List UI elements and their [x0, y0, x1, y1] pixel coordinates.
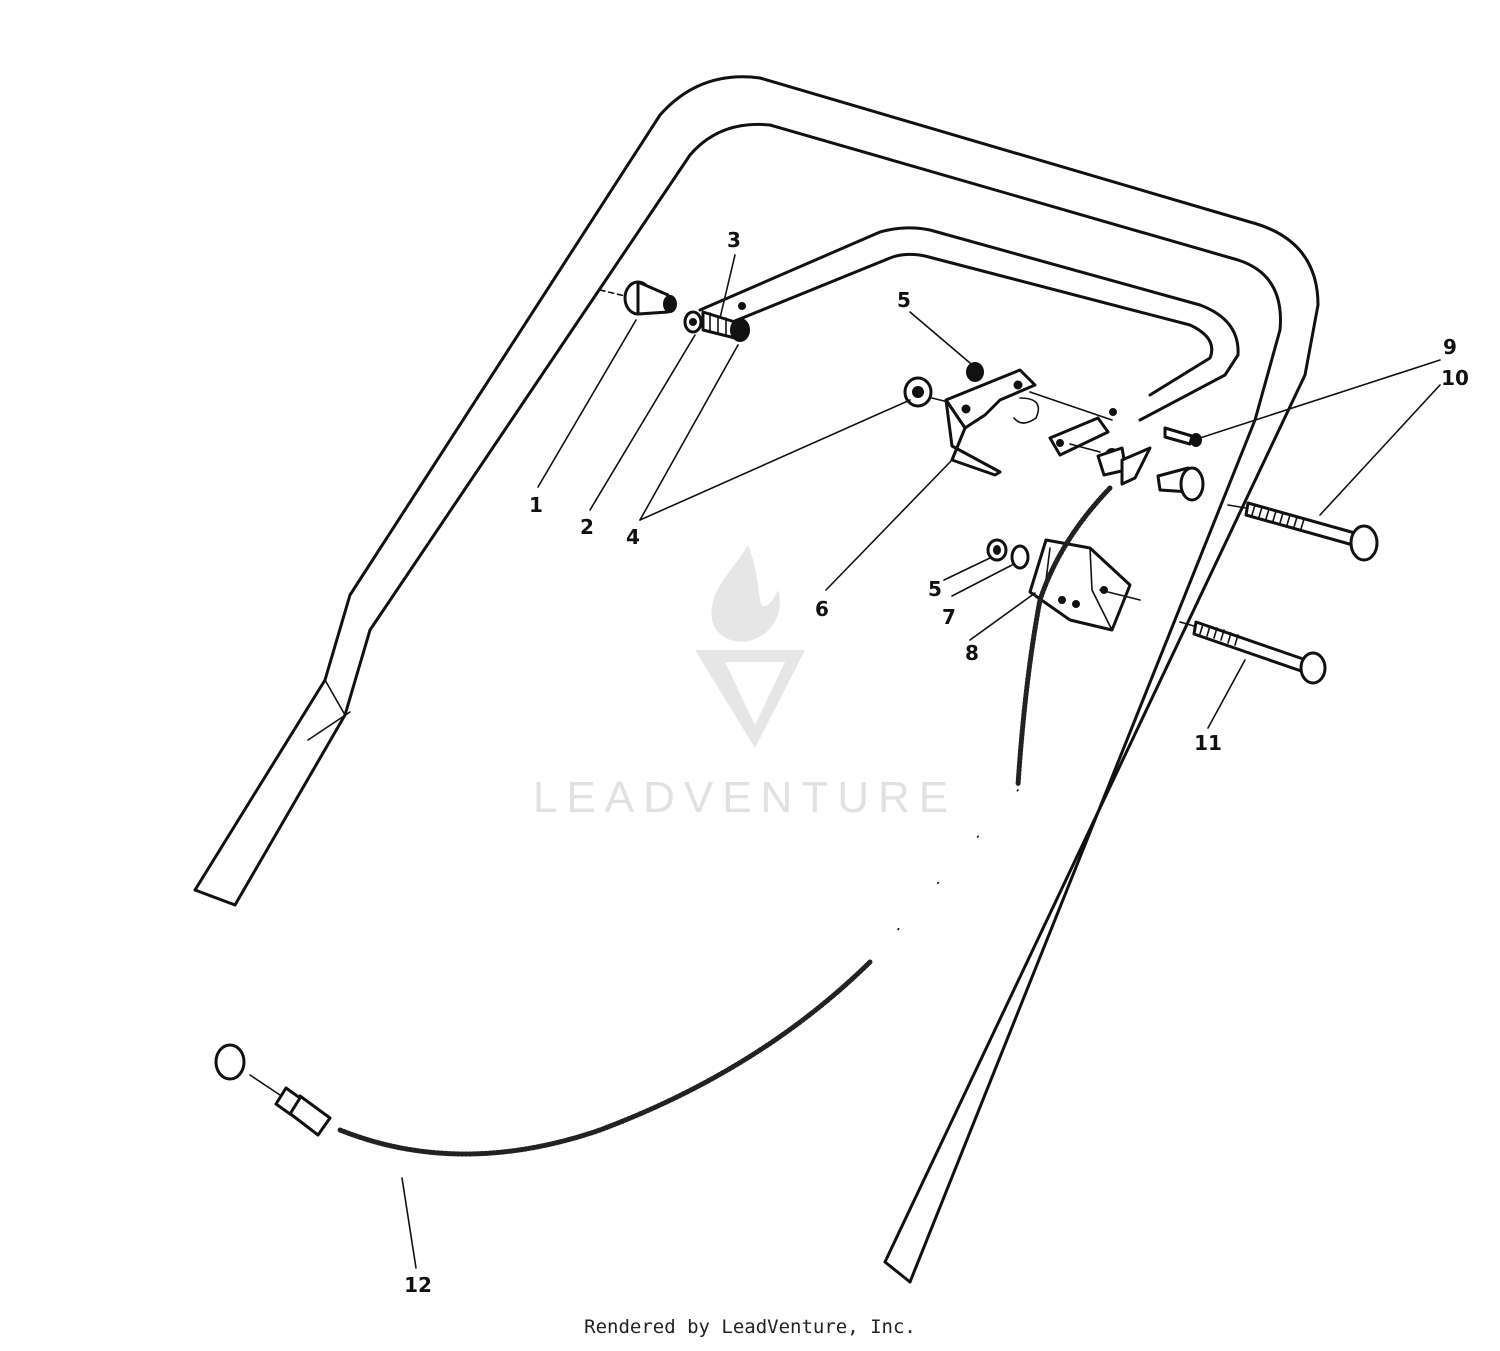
leadventure-watermark: LEADVENTURE: [533, 545, 957, 822]
callout-5-top: 5: [897, 288, 911, 312]
leader-lines: [401, 254, 1441, 1269]
part-5-nut-upper: [966, 362, 984, 382]
cable-clamp-bracket: [1048, 416, 1152, 486]
watermark-text: LEADVENTURE: [533, 773, 957, 822]
callout-labels: 1 2 3 4 5 5 6 7 8 9 10 11 12: [404, 228, 1469, 1297]
callout-9: 9: [1443, 335, 1457, 359]
callout-12: 12: [404, 1273, 432, 1297]
callout-4: 4: [626, 525, 640, 549]
callout-2: 2: [580, 515, 594, 539]
callout-8: 8: [965, 641, 979, 665]
callout-3: 3: [727, 228, 741, 252]
part-6-bracket: [944, 368, 1040, 477]
callout-7: 7: [942, 605, 956, 629]
part-9-screw: [1163, 426, 1202, 447]
callout-1: 1: [529, 493, 543, 517]
part-2-washer: [683, 310, 703, 334]
callout-11: 11: [1194, 731, 1222, 755]
part-1-spacer: [623, 280, 677, 316]
assembly-lines: [599, 289, 1247, 963]
part-4-washer-right: [903, 376, 933, 408]
callout-10: 10: [1441, 366, 1469, 390]
control-bar: [698, 226, 1240, 422]
footer-credit: Rendered by LeadVenture, Inc.: [584, 1316, 916, 1338]
watermark-flame-logo: [711, 545, 780, 642]
main-handle: [193, 75, 1320, 1284]
part-4-locknut: [730, 318, 750, 342]
part-5-nut-lower: [986, 538, 1008, 562]
part-10-carriage-bolt: [1244, 501, 1379, 562]
part-7-washer: [1010, 544, 1030, 570]
callout-5-lower: 5: [928, 577, 942, 601]
part-11-carriage-bolt: [1192, 620, 1327, 685]
callout-6: 6: [815, 597, 829, 621]
part-12-throttle-cable: [214, 485, 1113, 1157]
part-3-bolt: [701, 310, 737, 340]
watermark-v-logo: [695, 650, 805, 748]
shoulder-bolt: [1156, 466, 1205, 502]
